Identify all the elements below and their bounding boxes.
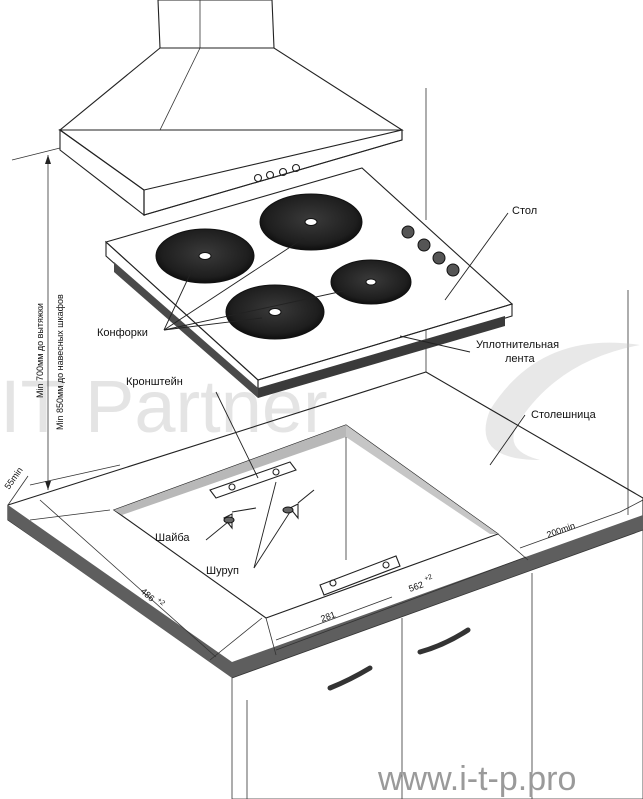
label-konforki: Конфорки xyxy=(97,327,148,339)
label-shaiba: Шайба xyxy=(155,532,190,544)
cabinet-handle-left xyxy=(327,665,373,691)
cabinets xyxy=(231,529,643,799)
dim-562-value: 562 xyxy=(407,579,425,594)
cabinet-handle-right xyxy=(417,627,471,655)
hob xyxy=(104,167,514,398)
range-hood xyxy=(58,0,404,217)
dim-min-hood: Min 700мм до вытяжки xyxy=(35,303,45,398)
label-uplot-line1: Уплотнительная xyxy=(476,339,559,351)
burner-front-right xyxy=(225,284,325,340)
hood-buttons xyxy=(253,163,301,183)
leader-lines xyxy=(163,212,526,569)
bracket-parts xyxy=(209,461,401,596)
wall-lines xyxy=(425,88,629,515)
dim-55min: 55min xyxy=(2,465,24,491)
burner-back-right xyxy=(330,259,412,305)
control-knobs xyxy=(401,225,460,277)
dim-min-cabinets: Min 850мм до навесных шкафов xyxy=(55,294,65,430)
label-shurup: Шуруп xyxy=(206,565,239,577)
label-stoleshnitsa: Столешница xyxy=(531,409,597,421)
dim-486-tol: +2 xyxy=(155,597,166,608)
watermark-url: www.i-t-p.pro xyxy=(377,760,576,798)
label-uplot-line2: лента xyxy=(505,353,536,365)
dim-200min: 200min xyxy=(545,520,576,539)
dim-562: 562 +2 xyxy=(407,574,433,594)
label-stol: Стол xyxy=(512,205,537,217)
watermark-brand: IT Partner xyxy=(0,365,328,448)
burner-back-left xyxy=(259,193,363,251)
label-kronshtein: Кронштейн xyxy=(126,376,183,388)
dim-281: 281 xyxy=(319,609,337,624)
dim-562-tol: +2 xyxy=(423,574,433,583)
watermark-swoosh-icon xyxy=(485,342,640,460)
dimension-lines xyxy=(7,147,643,661)
burner-front-left xyxy=(155,228,255,284)
